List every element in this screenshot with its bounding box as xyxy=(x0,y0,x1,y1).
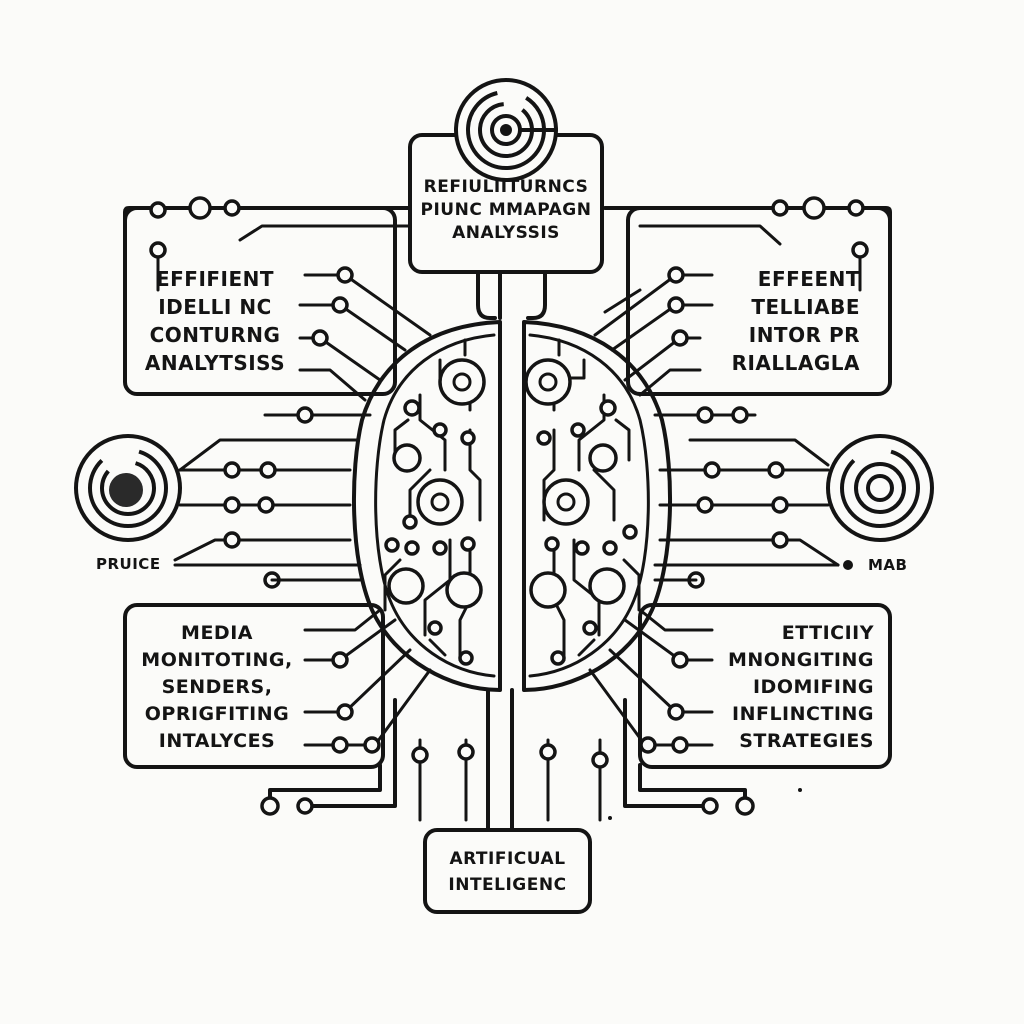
right-lower-box-text: ETTICIIY MNONGITING IDOMIFING INFLINCTIN… xyxy=(718,620,874,755)
lower-left-connectors xyxy=(303,608,432,754)
right-upper-box-text: EFFEENT TELLIABE INTOR PR RIALLAGLA xyxy=(712,265,860,377)
upper-left-connectors xyxy=(263,266,432,442)
upper-right-connectors xyxy=(593,266,757,424)
left-lower-line-3: SENDERS, xyxy=(161,676,273,698)
left-upper-line-3: CONTURNG xyxy=(149,323,281,347)
left-side-lines xyxy=(173,438,362,589)
box-connector-lines xyxy=(123,206,892,292)
left-lower-line-5: INTALYCES xyxy=(158,730,276,752)
left-lower-line-2: MONITOTING, xyxy=(141,649,293,671)
top-box-line-2: PIUNC MMAPAGN xyxy=(420,200,592,220)
right-lower-line-3: IDOMIFING xyxy=(752,676,874,698)
bottom-box-line-2: INTELIGENC xyxy=(448,875,567,895)
left-lower-line-1: MEDIA xyxy=(181,622,253,644)
right-upper-line-1: EFFEENT xyxy=(757,267,860,291)
left-lower-line-4: OPRIGFITING xyxy=(144,703,290,725)
left-upper-line-4: ANALYTSISS xyxy=(144,351,286,375)
right-upper-line-3: INTOR PR xyxy=(748,323,860,347)
box-connector-nodes xyxy=(149,196,869,259)
left-upper-line-2: IDELLI NC xyxy=(158,295,272,319)
left-side-label: PRUICE xyxy=(96,555,161,573)
bottom-box-text: ARTIFICUAL INTELIGENC xyxy=(427,846,588,898)
right-lower-box xyxy=(638,603,892,769)
lower-right-connectors xyxy=(588,608,714,754)
brain-circuit-icon xyxy=(352,320,672,692)
right-lower-line-1: ETTICIIY xyxy=(781,622,874,644)
right-upper-line-2: TELLIABE xyxy=(751,295,860,319)
right-lower-line-5: STRATEGIES xyxy=(739,730,874,752)
left-upper-box-text: EFFIFIENT IDELLI NC CONTURNG ANALYTSISS xyxy=(135,265,295,377)
left-spiral-icon xyxy=(74,434,182,542)
right-lower-line-2: MNONGITING xyxy=(727,649,874,671)
right-upper-line-4: RIALLAGLA xyxy=(731,351,860,375)
right-side-label: MAB xyxy=(868,556,908,574)
right-lower-line-4: INFLINCTING xyxy=(732,703,874,725)
top-box-line-3: ANALYSSIS xyxy=(452,223,560,243)
left-upper-line-1: EFFIFIENT xyxy=(155,267,275,291)
right-spiral-icon xyxy=(826,434,934,542)
bottom-box xyxy=(423,828,592,914)
bottom-box-line-1: ARTIFICUAL xyxy=(449,849,566,869)
top-box-line-1: REFIULIITURNCS xyxy=(423,177,589,197)
target-icon xyxy=(454,78,558,182)
bottom-connectors xyxy=(411,688,609,832)
left-lower-box-text: MEDIA MONITOTING, SENDERS, OPRIGFITING I… xyxy=(138,620,296,755)
left-lower-box xyxy=(123,603,385,769)
right-side-lines xyxy=(653,438,853,589)
lower-connectors xyxy=(260,698,802,820)
top-box-text: REFIULIITURNCS PIUNC MMAPAGN ANALYSSIS xyxy=(412,176,600,245)
